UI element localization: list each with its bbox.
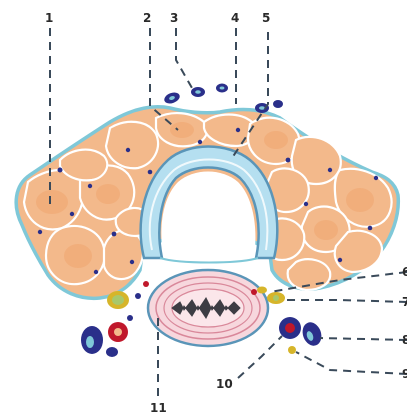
label-9: 9 — [402, 367, 407, 381]
esophagus — [148, 270, 268, 346]
label-11: 11 — [150, 401, 167, 415]
trachea-membranous-wall — [160, 258, 258, 263]
label-3: 3 — [170, 11, 178, 25]
label-6: 6 — [402, 265, 407, 279]
label-2: 2 — [143, 11, 151, 25]
label-4: 4 — [231, 11, 239, 25]
label-7: 7 — [402, 295, 407, 309]
label-10: 10 — [216, 377, 233, 391]
label-8: 8 — [402, 333, 407, 347]
label-5: 5 — [262, 11, 270, 25]
label-1: 1 — [45, 11, 53, 25]
